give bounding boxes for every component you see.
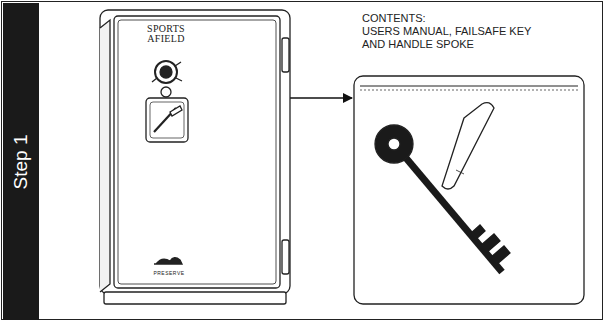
gun-safe: SPORTS AFIELD PRESERVE [96,8,296,310]
arrow-connector [296,97,352,98]
door-trim [118,20,276,284]
contents-heading: CONTENTS: [362,12,562,25]
spoke-band [456,170,464,174]
safe-body [100,10,290,294]
pocket-inner [150,102,184,138]
hinge [282,38,289,72]
step-label: Step 1 [10,134,32,189]
key-hole [388,138,400,150]
zip-teeth [360,90,578,91]
bag-outline [354,76,584,304]
contents-list: USERS MANUAL, FAILSAFE KEY AND HANDLE SP… [362,25,542,51]
safe-side [100,20,110,292]
pocket-spoke [170,106,182,116]
step-band: Step 1 [3,3,39,320]
zip-line [360,86,578,87]
pocket-logo [161,87,171,97]
bag-drawing [352,8,588,308]
handle-spokes [152,62,182,82]
dial [155,61,177,83]
dial-center [160,66,172,78]
pocket [146,98,188,142]
logo-text: SPORTS AFIELD [142,24,190,44]
brand-icon [154,258,182,264]
safe-drawing [96,8,296,310]
brand-text: PRESERVE [144,270,194,276]
key-bit [470,225,510,265]
safe-base [104,292,286,304]
hinge [282,240,289,274]
safe-door [114,16,280,288]
handle-spoke [442,103,494,189]
parts-bag: CONTENTS:USERS MANUAL, FAILSAFE KEY AND … [352,8,588,308]
